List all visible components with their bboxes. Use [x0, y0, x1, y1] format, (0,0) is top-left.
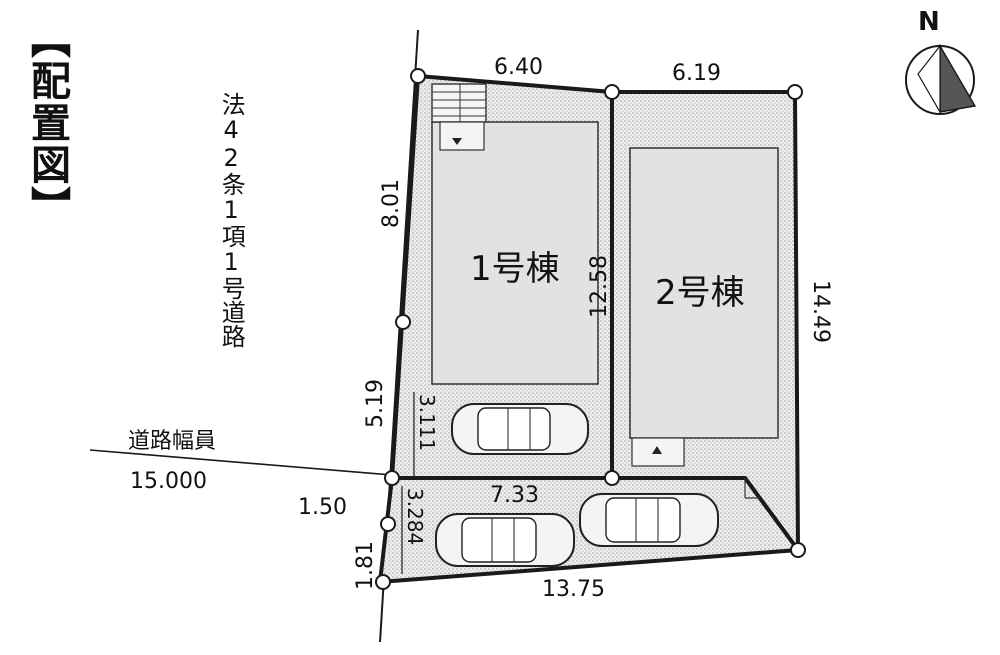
- building-1: [431, 121, 599, 385]
- dimension-center-divider: 12.58: [587, 255, 612, 318]
- road-width-value: 15.000: [130, 469, 207, 494]
- dimension-top-right: 6.19: [672, 61, 721, 86]
- entrance-marker-1-icon: [452, 138, 462, 145]
- building-1-label: 1号棟: [470, 249, 560, 289]
- page-title: 【配置図】: [24, 18, 70, 228]
- road-width-leader-line: [89, 449, 393, 476]
- north-label: N: [918, 7, 940, 37]
- dimension-parking-depth-upper: 3.111: [415, 394, 439, 451]
- dimension-parking-width: 7.33: [490, 483, 539, 508]
- car-icon: [435, 513, 575, 567]
- dimension-top-left: 6.40: [494, 55, 543, 80]
- dimension-bottom: 13.75: [542, 577, 605, 602]
- dimension-left-upper: 8.01: [379, 179, 404, 228]
- dimension-left-lower: 5.19: [363, 379, 388, 428]
- boundary-markers: [375, 68, 806, 590]
- stair-icon: [431, 83, 487, 123]
- car-icon: [451, 403, 589, 455]
- entrance-porch-1: [439, 121, 485, 151]
- dimension-right: 14.49: [808, 280, 833, 343]
- dimension-parking-left: 1.50: [298, 495, 347, 520]
- dimension-parking-lower-left: 1.81: [353, 541, 378, 590]
- building-2-label: 2号棟: [655, 273, 745, 313]
- dimension-parking-depth-lower: 3.284: [403, 488, 427, 545]
- road-classification-label: 法42条1項1号道路: [217, 92, 246, 348]
- entrance-marker-2-icon: [652, 446, 662, 454]
- north-arrow-icon: [905, 43, 977, 115]
- building-2: [629, 147, 779, 439]
- road-width-label: 道路幅員: [128, 429, 216, 454]
- car-icon: [579, 493, 719, 547]
